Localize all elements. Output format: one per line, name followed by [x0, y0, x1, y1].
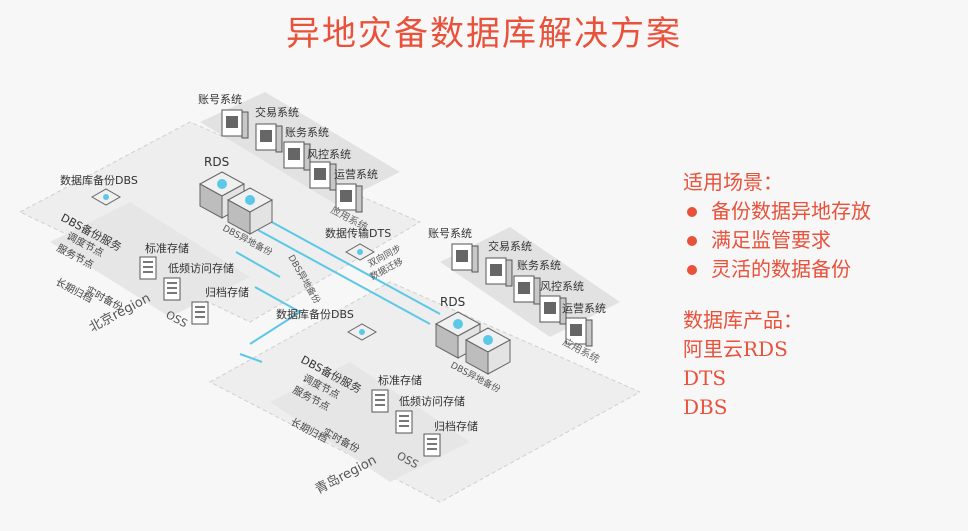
beijing-storage-1: 标准存储	[145, 241, 189, 255]
scenarios-heading: 适用场景：	[683, 170, 783, 194]
qingdao-storage-1: 标准存储	[378, 373, 422, 387]
scenario-text: 备份数据异地存放	[711, 199, 871, 223]
beijing-rds-label: RDS	[204, 155, 229, 169]
dts-label: 数据传输DTS	[325, 226, 391, 240]
product-item: DTS	[683, 366, 727, 390]
beijing-app-systems: 账号系统 交易系统 账务系统 风控系统 运营系统 应用系统	[198, 93, 378, 233]
qingdao-oss-panel	[270, 362, 470, 482]
bullet-dot-icon	[687, 235, 697, 246]
scenario-item: 备份数据异地存放	[683, 197, 871, 226]
bullet-dot-icon	[687, 206, 697, 217]
beijing-oss: OSS	[164, 308, 190, 330]
beijing-app-1: 账号系统	[198, 93, 242, 106]
beijing-app-2: 交易系统	[255, 105, 299, 119]
bullet-dot-icon	[687, 264, 697, 275]
product-item: 阿里云RDS	[683, 337, 788, 361]
beijing-app-5: 运营系统	[334, 167, 378, 181]
beijing-storage-2: 低频访问存储	[168, 261, 234, 275]
qingdao-app-3: 账务系统	[517, 259, 561, 272]
beijing-app-4: 风控系统	[307, 147, 351, 161]
scenario-text: 灵活的数据备份	[711, 257, 851, 281]
info-panel: 适用场景： 备份数据异地存放 满足监管要求 灵活的数据备份 数据库产品： 阿里云…	[683, 168, 871, 422]
qingdao-dbs-label: 数据库备份DBS	[276, 307, 354, 321]
product-item: DBS	[683, 395, 728, 419]
scenario-text: 满足监管要求	[711, 228, 831, 252]
beijing-storage-3: 归档存储	[205, 285, 249, 299]
qingdao-dbs-icon	[346, 323, 378, 341]
scenario-item: 满足监管要求	[683, 226, 871, 255]
beijing-region-panel	[18, 121, 422, 323]
scenario-item: 灵活的数据备份	[683, 255, 871, 284]
beijing-dbs-icon	[90, 188, 122, 206]
replication-links	[235, 219, 441, 363]
qingdao-app-1: 账号系统	[428, 227, 472, 240]
architecture-diagram: 数据库备份DBS 账号系统 交易系统 账务系统 风控系统 运营系统 应用系统 R…	[18, 92, 640, 503]
qingdao-region-label: 青岛region	[312, 452, 379, 498]
beijing-app-3: 账务系统	[285, 126, 329, 139]
qingdao-storage-3: 归档存储	[434, 419, 478, 433]
qingdao-app-4: 风控系统	[540, 279, 584, 293]
qingdao-app-5: 运营系统	[562, 301, 606, 315]
products-heading: 数据库产品：	[683, 308, 803, 332]
qingdao-app-2: 交易系统	[488, 239, 532, 253]
qingdao-rds-label: RDS	[440, 295, 465, 309]
page-title: 异地灾备数据库解决方案	[286, 14, 682, 54]
dts-icon	[344, 243, 376, 261]
beijing-dbs-label: 数据库备份DBS	[60, 173, 138, 187]
qingdao-storage-2: 低频访问存储	[399, 394, 465, 408]
